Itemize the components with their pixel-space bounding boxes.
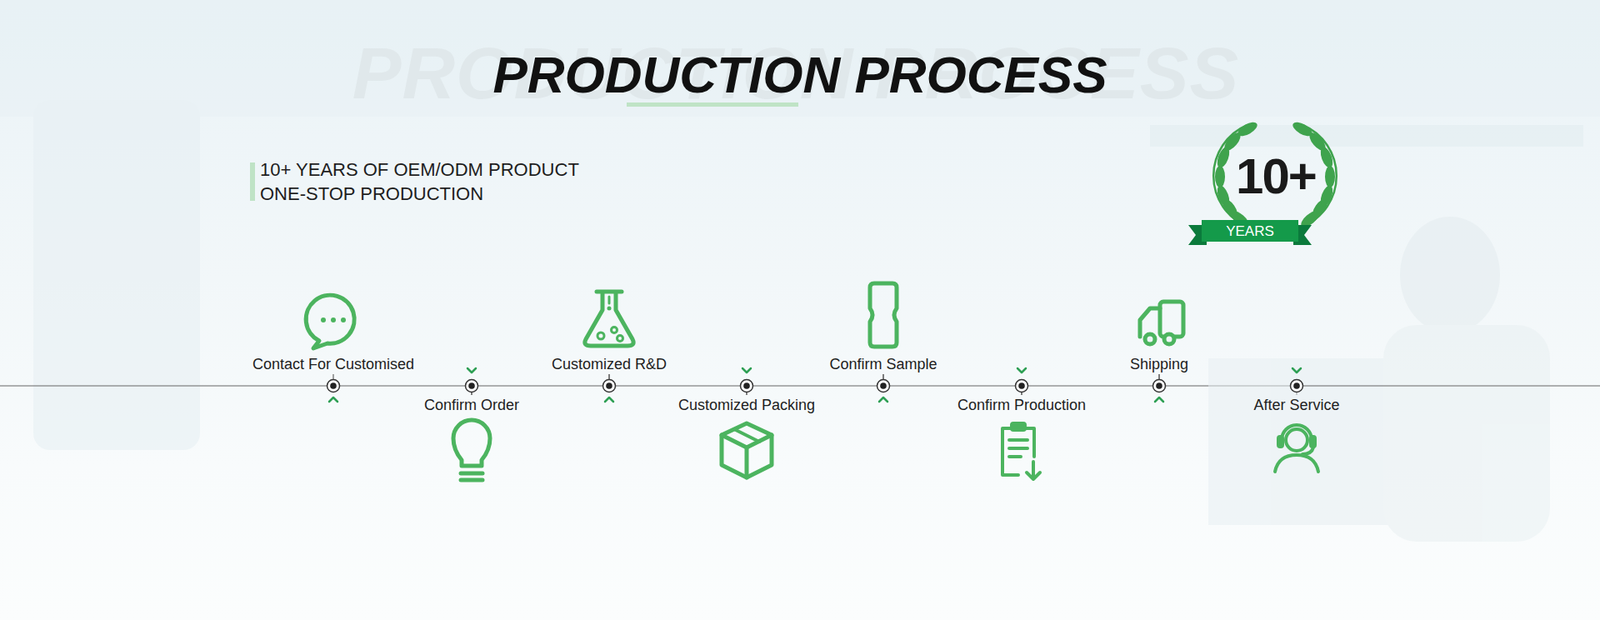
timeline-connector	[333, 374, 472, 395]
step-label: After Service	[1250, 395, 1342, 415]
laurel-leaf	[1215, 184, 1232, 209]
chevron-up	[329, 397, 338, 402]
process-step: Customized R&D	[549, 354, 670, 375]
laurel-badge	[1213, 119, 1337, 230]
flask-icon	[585, 291, 634, 346]
chevron-down	[742, 368, 751, 373]
timeline-dot	[603, 380, 616, 393]
badge-ribbon	[1188, 220, 1312, 245]
timeline-dot	[327, 380, 340, 393]
headset-icon	[1275, 425, 1319, 472]
process-step: Contact For Customised	[250, 354, 417, 375]
step-label: Shipping	[1127, 354, 1191, 375]
box-icon	[721, 423, 772, 478]
timeline-line	[1296, 385, 1600, 386]
timeline-dot	[1153, 380, 1166, 393]
timeline-connector	[609, 374, 747, 395]
laurel-leaf	[1290, 119, 1315, 139]
process-step: Confirm Production	[955, 395, 1089, 415]
step-label: Confirm Sample	[826, 354, 940, 375]
timeline-dots	[327, 380, 1304, 393]
laurel-leaf	[1235, 119, 1260, 139]
process-step: Confirm Sample	[826, 354, 940, 375]
title-text: PRODUCTION PROCESS	[0, 49, 1600, 101]
chevron-up	[1155, 397, 1164, 402]
step-label: Confirm Order	[421, 395, 522, 415]
accent-bar	[250, 162, 255, 201]
ribbon-band	[1201, 220, 1299, 242]
background-band	[0, 0, 1600, 117]
process-step: Confirm Order	[421, 395, 522, 415]
process-step: Shipping	[1127, 354, 1191, 375]
laurel-leaf	[1318, 184, 1335, 209]
background-photo	[0, 0, 1600, 542]
step-label: Contact For Customised	[250, 354, 417, 375]
truck-icon	[1140, 301, 1184, 345]
chevron-up	[879, 397, 888, 402]
sample-icon	[870, 283, 897, 347]
timeline-connector	[883, 374, 1022, 395]
bulb-icon	[453, 420, 490, 480]
badge-ribbon-text: YEARS	[1225, 224, 1275, 239]
chevron-down	[1017, 368, 1026, 373]
background-shape	[33, 100, 200, 450]
step-label: Confirm Production	[955, 395, 1089, 415]
timeline-connector	[746, 374, 884, 395]
timeline-line	[0, 385, 334, 386]
timeline-dot	[1015, 380, 1029, 393]
step-label: Customized R&D	[549, 354, 670, 375]
subtitle-text: 10+ YEARS OF OEM/ODM PRODUCT	[260, 159, 580, 181]
timeline-dot	[740, 380, 754, 393]
background-figure	[1400, 216, 1500, 334]
timeline-connector	[471, 374, 610, 395]
timeline-dot	[877, 380, 890, 393]
chat-icon	[305, 295, 355, 349]
badge-number: 10+	[1235, 151, 1316, 202]
clipboard-icon	[1002, 423, 1040, 480]
timeline-dot	[465, 380, 479, 393]
process-step: Customized Packing	[675, 395, 818, 415]
chevron-up	[605, 397, 614, 402]
chevron-down	[1292, 368, 1301, 373]
background-figure	[1383, 325, 1550, 542]
chevron-down	[467, 368, 476, 373]
laurel-leaf	[1215, 165, 1225, 188]
process-step: After Service	[1250, 395, 1342, 415]
timeline-dot	[1290, 380, 1304, 393]
laurel-leaf	[1325, 165, 1335, 188]
step-label: Customized Packing	[675, 395, 818, 415]
timeline-connector	[1021, 374, 1160, 395]
background-shelf	[1150, 125, 1584, 147]
subtitle-text: ONE-STOP PRODUCTION	[260, 183, 484, 205]
